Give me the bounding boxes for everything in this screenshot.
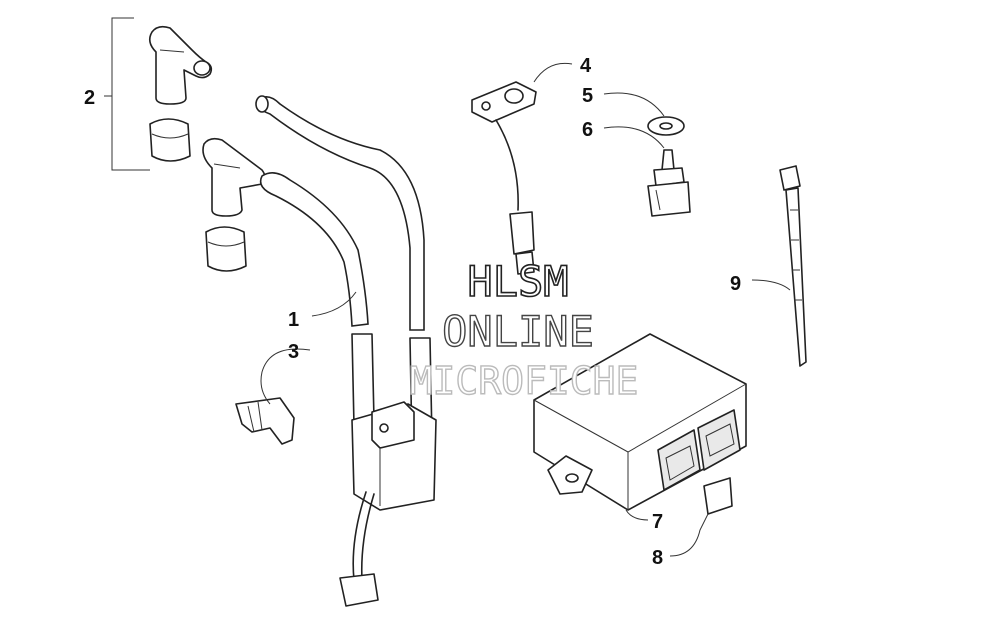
ignition-coil [339,401,437,607]
control-unit [533,333,747,511]
pressure-switch [647,149,691,217]
leader-9 [751,279,791,291]
callout-9: 9 [730,273,741,295]
sensor-4 [471,81,537,275]
callout-6: 6 [582,119,593,141]
leader-6 [603,126,665,149]
washer [647,116,685,136]
leader-7 [625,509,649,521]
watermark-line-3: MICROFICHE [410,359,639,403]
bracket-2 [111,17,150,171]
cable-tie [779,165,807,367]
watermark-line-2: ONLINE [442,307,594,356]
callout-5: 5 [582,85,593,107]
leader-4 [533,62,573,83]
callout-8: 8 [652,547,663,569]
callout-7: 7 [652,511,663,533]
label-pad [703,477,733,515]
watermark-line-1: HLSM [467,257,568,306]
leader-8 [669,513,709,557]
plug-boot-lower [205,226,247,272]
callout-4: 4 [580,55,592,77]
hose-clip [235,397,295,445]
watermark: HLSM ONLINE MICROFICHE [409,256,639,404]
leader-3 [260,348,311,405]
callout-2: 2 [84,87,95,109]
spark-plug-cap-upper [148,25,213,105]
callout-1: 1 [288,309,299,331]
spark-plug-cap-lower [202,137,266,217]
plug-boot-upper [149,118,191,162]
leader-5 [603,92,665,117]
ht-lead-front [259,172,375,427]
callout-3: 3 [288,341,299,363]
leader-1 [311,291,357,317]
ht-lead-rear [255,95,433,447]
